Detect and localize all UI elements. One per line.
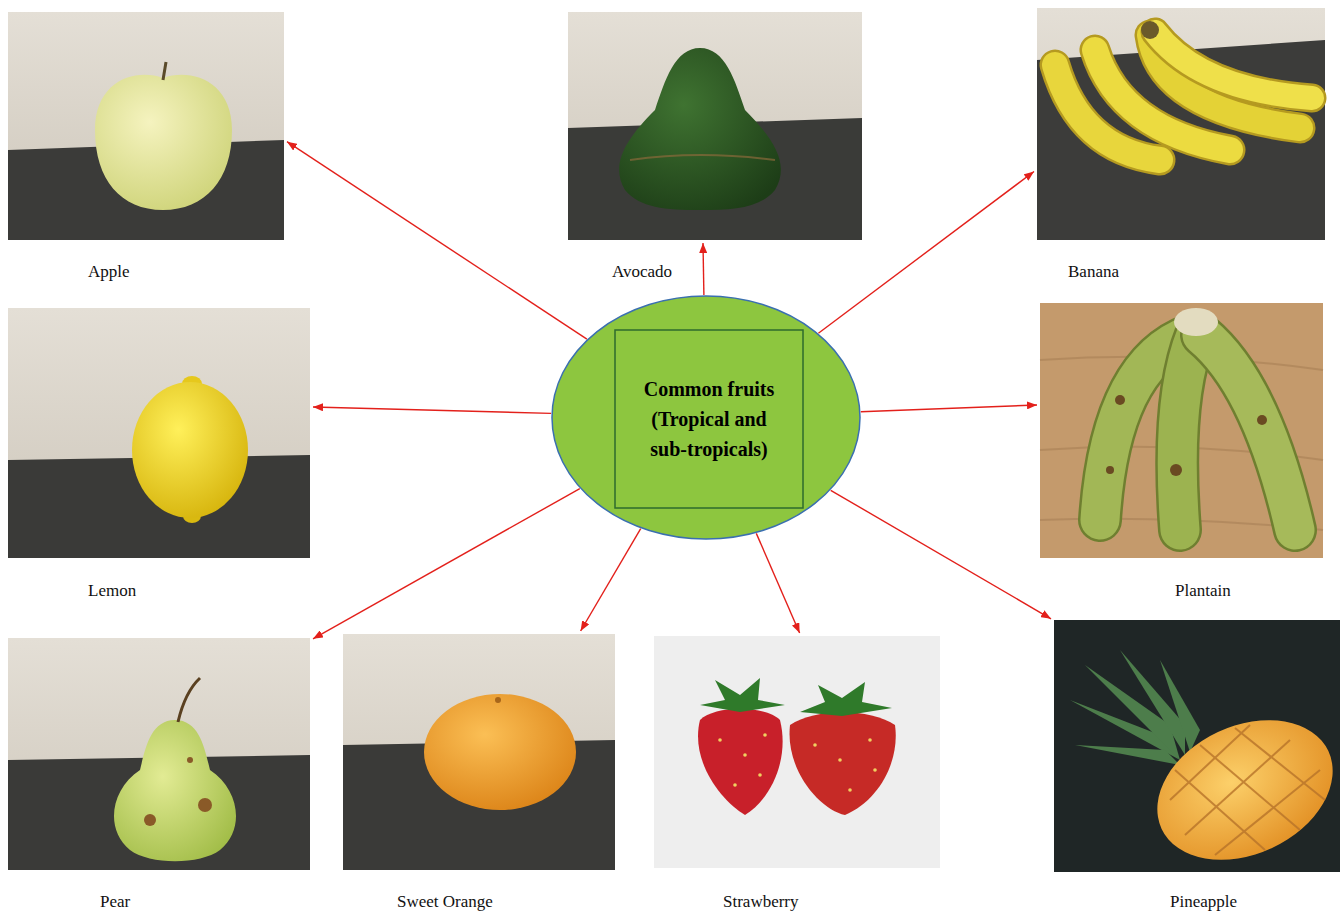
caption-holder: Pear [100,892,130,912]
arrow-connector [313,407,551,413]
caption-holder: Pineapple [1170,892,1237,912]
fruit-caption: Pineapple [1170,892,1237,911]
fruit-photo: Sweet Orange [343,634,615,870]
arrow-connector [581,529,641,631]
fruit-caption: Pear [100,892,130,911]
hub-ellipse [552,296,860,539]
arrow-connector [313,489,580,639]
arrow-connector [287,142,587,339]
hub-label: Common fruits (Tropical and sub-tropical… [634,374,784,464]
caption-holder: Avocado [612,262,672,282]
caption-holder: Lemon [88,581,136,601]
fruit-photo: Pear [8,638,310,870]
fruit-photo: Banana [1037,8,1325,240]
caption-holder: Apple [88,262,130,282]
caption-holder: Plantain [1175,581,1231,601]
fruit-caption: Sweet Orange [397,892,493,911]
fruit-photo: Apple [8,12,284,240]
fruit-caption: Banana [1068,262,1119,281]
hub-node: Common fruits (Tropical and sub-tropical… [551,295,861,540]
fruit-caption: Strawberry [723,892,799,911]
arrow-connector [861,405,1037,412]
arrow-connector [756,533,799,633]
fruit-photo: Avocado [568,12,862,240]
fruit-caption: Apple [88,262,130,281]
fruit-photo: Plantain [1040,303,1323,558]
arrow-connector [702,243,704,295]
hub-text-box: Common fruits (Tropical and sub-tropical… [625,336,793,502]
fruit-caption: Plantain [1175,581,1231,600]
caption-holder: Sweet Orange [397,892,493,912]
arrow-connector [831,490,1051,619]
fruit-photo: Pineapple [1054,620,1340,872]
fruit-photo: Strawberry [654,636,940,868]
hub-frame [615,330,803,508]
caption-holder: Strawberry [723,892,799,912]
fruit-caption: Lemon [88,581,136,600]
fruit-photo: Lemon [8,308,310,558]
fruit-caption: Avocado [612,262,672,281]
caption-holder: Banana [1068,262,1119,282]
arrow-connector [818,172,1034,334]
